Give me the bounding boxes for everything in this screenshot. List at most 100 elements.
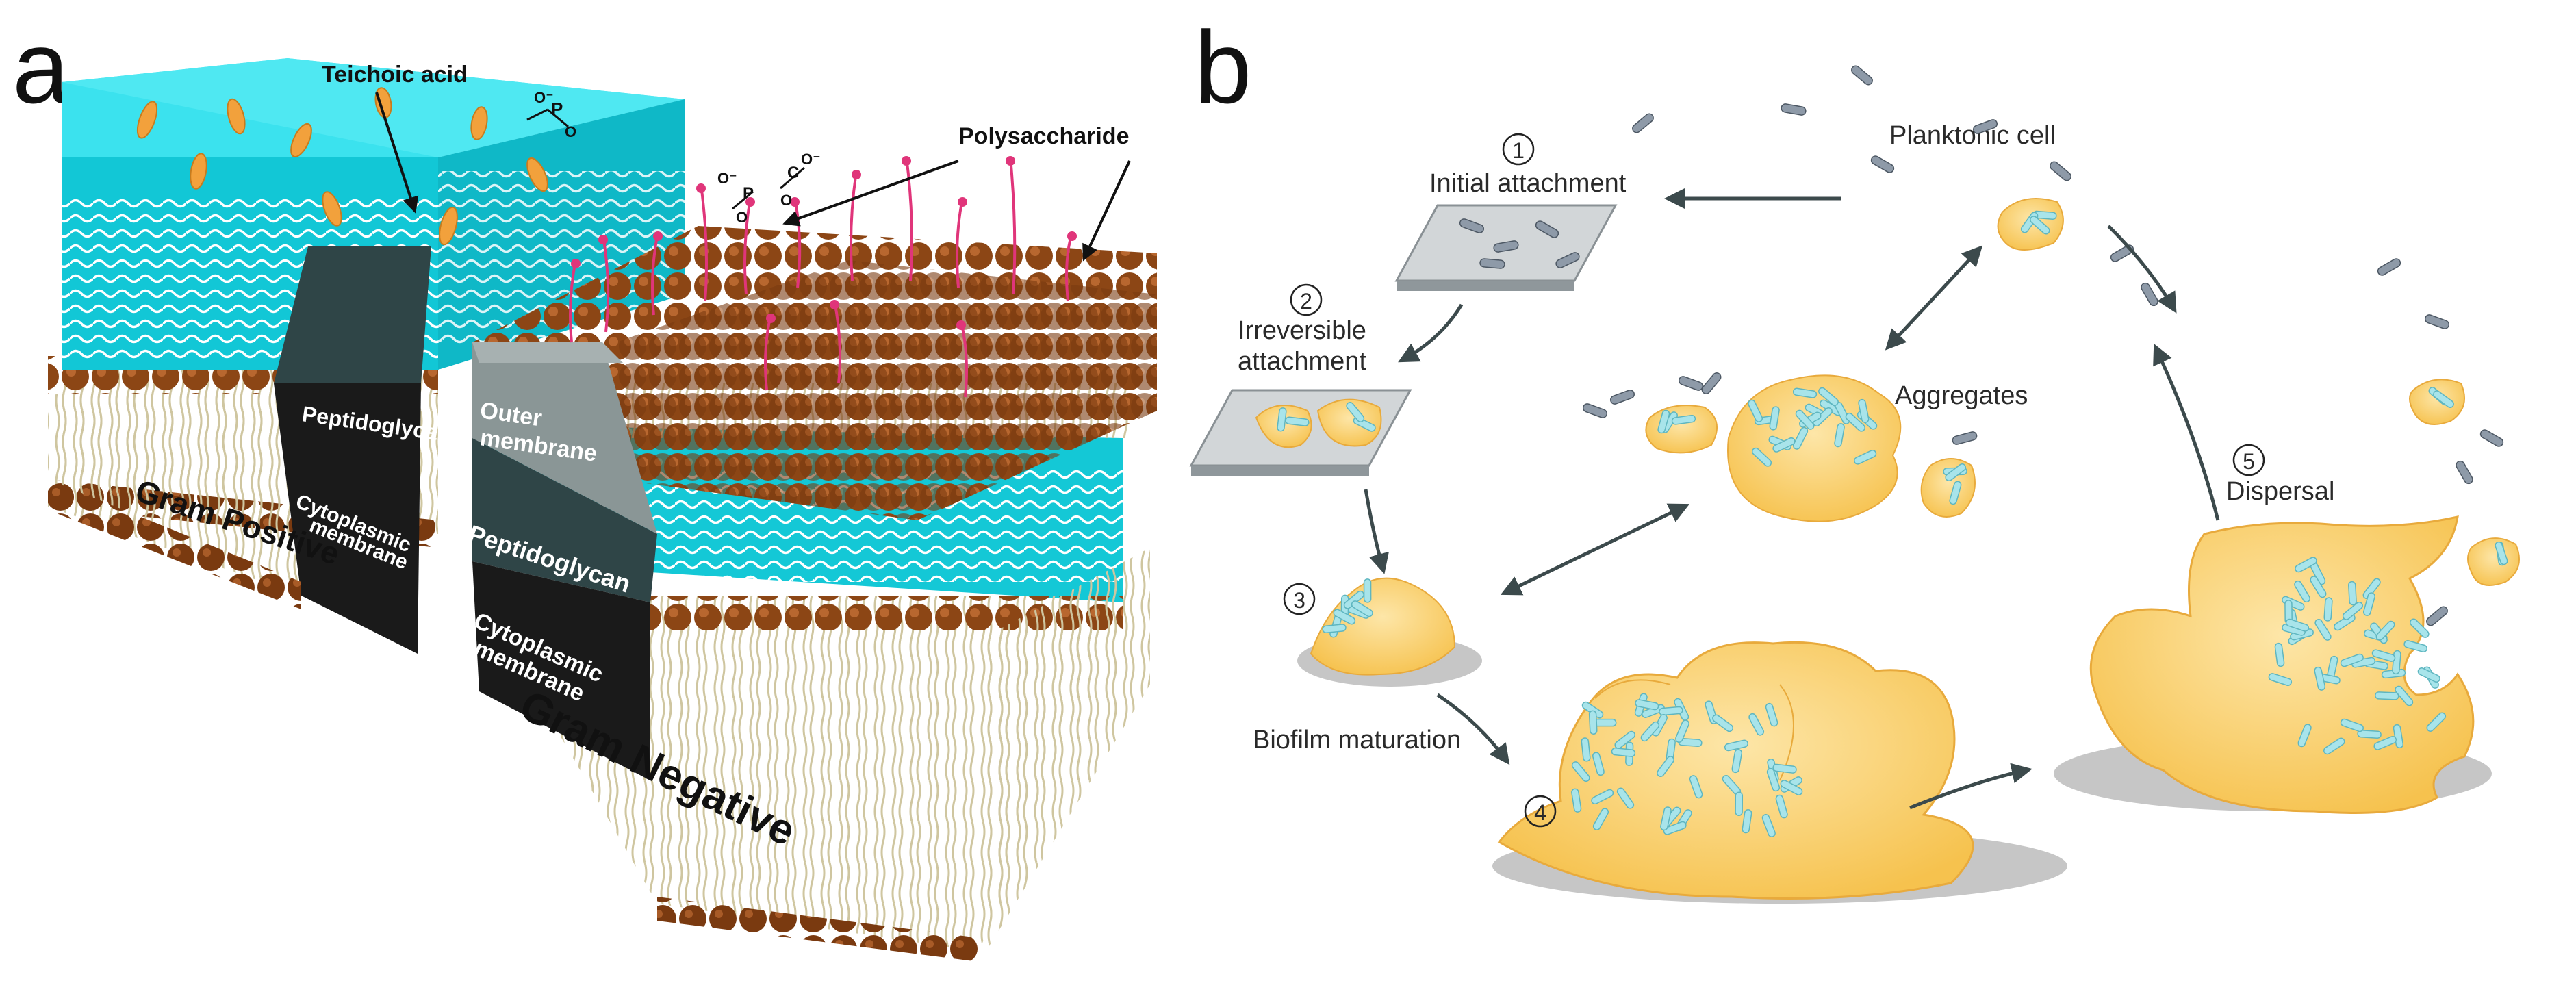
biofilm-bacterium <box>1351 600 1373 617</box>
panel-a-cell-wall-diagram: a <box>12 10 1157 962</box>
label-dispersal: Dispersal <box>2226 477 2334 506</box>
step-3-number: 3 <box>1293 588 1305 613</box>
gn-side-tails <box>986 548 1150 952</box>
surface-2-edge <box>1191 466 1369 476</box>
label-biofilm-maturation: Biofilm maturation <box>1253 726 1461 754</box>
cycle-arrows <box>1364 188 2220 810</box>
biofilm-bacterium <box>1780 780 1803 795</box>
biofilm-bacterium <box>1945 463 1967 482</box>
gram-negative-block <box>472 156 1157 962</box>
planktonic-bacterium <box>2479 429 2504 447</box>
biofilm-bacterium <box>1748 713 1765 736</box>
biofilm-bacterium <box>1614 730 1635 749</box>
biofilm-bacterium <box>1792 387 1818 398</box>
arrow-plankton-down-right <box>2107 225 2177 314</box>
biofilm-bacterium <box>1766 767 1781 792</box>
aggregate-small-left <box>1645 405 1718 454</box>
planktonic-bacterium <box>1781 103 1807 116</box>
gn-lower-bilayer-bottom <box>657 897 979 962</box>
biofilm-bacterium <box>1752 447 1772 467</box>
biofilm-bacterium <box>1571 761 1590 782</box>
biofilm-bacterium <box>1795 409 1815 430</box>
label-aggregates: Aggregates <box>1895 381 2028 410</box>
arrow-dispersal-up <box>2153 343 2220 521</box>
chem-p-1: P <box>551 99 563 119</box>
chem-o-2: O <box>736 209 748 226</box>
biofilm-bacterium <box>1792 426 1809 450</box>
biofilm-bacterium <box>1724 739 1748 752</box>
biofilm-bacterium <box>1675 719 1689 743</box>
biofilm-bacterium <box>1592 808 1609 830</box>
biofilm-bacterium <box>2342 601 2363 620</box>
biofilm-bacterium <box>2314 666 2326 691</box>
biofilm-bacterium <box>1660 806 1672 831</box>
biofilm-bacterium <box>1845 412 1865 432</box>
biofilm-bacterium <box>1640 721 1660 742</box>
biofilm-bacterium <box>1834 423 1845 448</box>
biofilm-bacterium <box>2375 691 2399 700</box>
planktonic-bacterium <box>1555 252 1580 268</box>
biofilm-bacterium <box>2295 557 2317 573</box>
planktonic-bacterium <box>1952 431 1978 445</box>
planktonic-bacterium <box>1870 155 1895 173</box>
label-planktonic-cell: Planktonic cell <box>1889 121 2056 150</box>
gp-left-bilayer <box>48 394 301 596</box>
biofilm-bacterium <box>2410 618 2430 638</box>
planktonic-bacterium <box>2050 161 2071 181</box>
phosphate-group-gn: O⁻ P O O⁻ C O <box>717 151 821 226</box>
panel-b-letter: b <box>1195 10 1251 125</box>
biofilm-bacterium <box>2375 620 2395 641</box>
planktonic-bacterium <box>2377 258 2401 276</box>
biofilm-bacterium <box>1748 399 1763 422</box>
biofilm-bacterium <box>1818 387 1839 406</box>
aggregate-large <box>1727 374 1902 522</box>
biofilm-bacterium <box>2268 673 2293 686</box>
biofilm-bacterium <box>1635 699 1659 711</box>
biofilm-bacterium <box>2433 390 2454 408</box>
arrow-colony-aggregates <box>1500 503 1690 596</box>
biofilm-bacterium <box>2395 685 2414 706</box>
arrow-attach-to-irreversible <box>1398 303 1464 363</box>
biofilm-bacterium <box>1689 775 1703 799</box>
polysaccharide-beads <box>571 156 1077 330</box>
aggregates-group: Aggregates <box>1645 374 2028 522</box>
label-teichoic-acid: Teichoic acid <box>322 62 468 88</box>
gp-cytoplasmic-wedge <box>274 383 421 654</box>
step-2-number: 2 <box>1300 289 1312 314</box>
planktonic-bacterium <box>2424 314 2450 329</box>
step-2-irreversible-attachment: 2 Irreversible attachment <box>1189 283 1412 476</box>
arrow-mature-to-dispersal <box>1909 763 2032 810</box>
biofilm-bacterium <box>2297 724 2312 748</box>
biofilm-bacterium <box>2417 667 2440 683</box>
biofilm-bacterium <box>2362 592 2375 616</box>
biofilm-bacterium <box>1858 398 1870 423</box>
biofilm-bacterium <box>1949 481 1962 505</box>
biofilm-bacterium <box>1854 449 1877 465</box>
label-irreversible: Irreversible <box>1238 316 1366 345</box>
surface-1-edge <box>1397 281 1574 291</box>
chem-p-2: P <box>743 184 754 203</box>
chem-o-minus-1: O⁻ <box>534 89 554 106</box>
step-1-number: 1 <box>1512 138 1525 163</box>
aggregate-small-right <box>1920 458 1976 518</box>
biofilm-bacterium <box>2340 653 2364 667</box>
biofilm-bacterium <box>1657 409 1670 434</box>
teichoic-acid-molecules <box>136 87 548 246</box>
step-3-colony: 3 <box>1283 577 1482 687</box>
biofilm-bacterium <box>1735 791 1744 816</box>
planktonic-bacterium <box>1535 220 1559 238</box>
biofilm-bacterium <box>1588 710 1598 735</box>
biofilm-bacterium <box>1616 787 1635 809</box>
planktonic-bacterium <box>1609 390 1635 405</box>
biofilm-bacterium <box>2348 581 2357 606</box>
biofilm-bacterium <box>2357 730 2382 739</box>
label-polysaccharide: Polysaccharide <box>958 123 1129 149</box>
polysaccharide-arrow-2 <box>1082 160 1131 262</box>
biofilm-bacterium <box>2362 578 2381 600</box>
biofilm-bacterium <box>1591 789 1614 805</box>
gp-left-heads <box>48 479 301 609</box>
arrow-colony-to-mature <box>1436 693 1510 765</box>
arrow-irreversible-to-colony <box>1364 489 1389 574</box>
biofilm-bacterium <box>2373 735 2397 750</box>
